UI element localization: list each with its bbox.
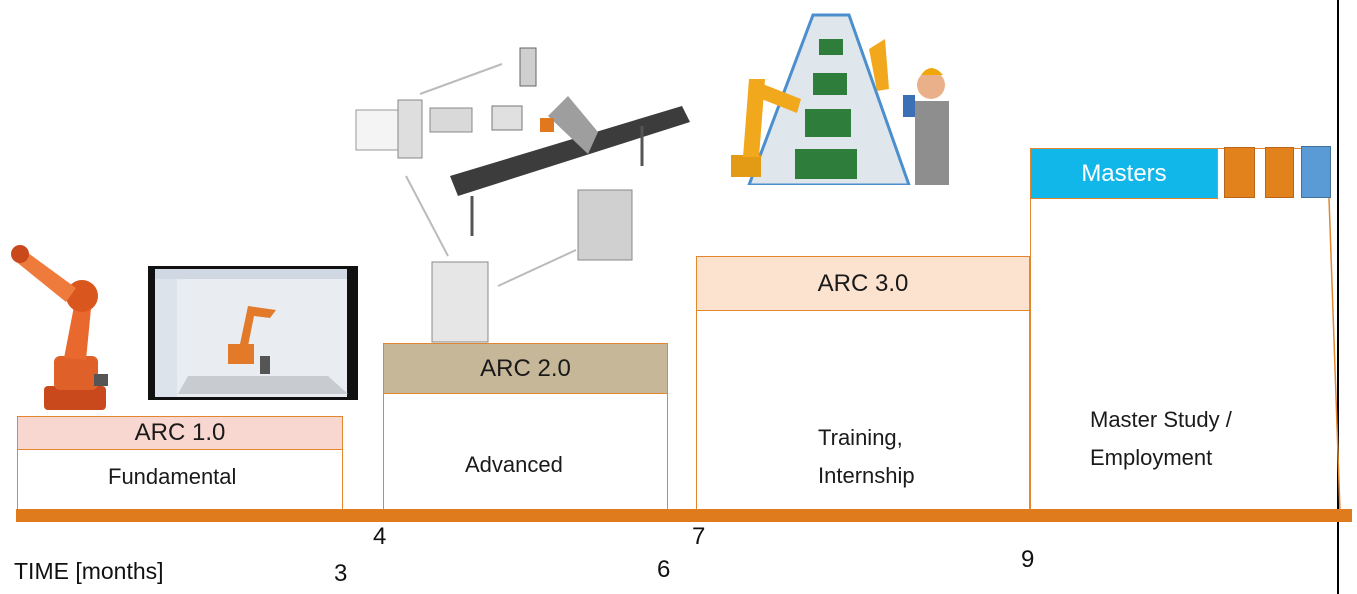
phase-1-subtitle: Fundamental [108,464,237,489]
tick-7: 7 [692,523,706,550]
tick-3: 3 [334,560,348,587]
tick-4: 4 [373,523,387,550]
phase-3-title: ARC 3.0 [696,256,1030,311]
small-blue-block [1301,146,1331,198]
right-border-line [1337,0,1339,594]
industrial-robot-icon [11,245,108,410]
phase-4-title: Masters [1030,148,1218,199]
phase-4-slant-line [1328,197,1341,512]
phase-4-subtitle: Master Study / Employment [1090,407,1232,470]
timeline-bar [16,509,1352,522]
phase-1-title: ARC 1.0 [17,416,343,450]
robot-cell-system-icon [355,47,690,343]
phase-3-subtitle: Training, Internship [818,425,915,488]
tick-6: 6 [657,556,671,583]
pcb-assembly-line-icon [709,9,962,185]
small-orange-block-1 [1224,147,1255,198]
robot-simulation-screenshot [148,266,358,400]
phase-2-subtitle: Advanced [465,452,563,477]
tick-9: 9 [1021,546,1035,573]
small-orange-block-2 [1265,147,1294,198]
phase-2-title: ARC 2.0 [383,343,668,394]
axis-label: TIME [months] [14,558,164,584]
